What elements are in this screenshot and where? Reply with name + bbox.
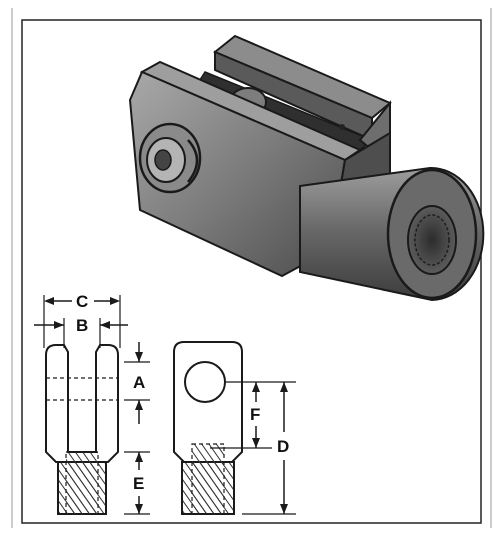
dim-e-arrow-bottom xyxy=(135,504,143,514)
dim-d-arrow-bottom xyxy=(280,504,288,514)
lube-hole xyxy=(339,124,345,130)
dim-label-f: F xyxy=(250,405,260,424)
bore-threads xyxy=(414,214,450,266)
side-view-pin-hole xyxy=(184,361,226,403)
clevis-side-view xyxy=(173,341,296,515)
clevis-front-view xyxy=(34,295,150,515)
dim-d-arrow-top xyxy=(280,382,288,392)
pin-center xyxy=(154,149,172,171)
dim-label-b: B xyxy=(76,316,88,335)
dim-label-d: D xyxy=(277,437,289,456)
dim-b-arrow-left xyxy=(54,321,64,329)
dim-label-e: E xyxy=(133,474,144,493)
dim-f-arrow-top xyxy=(252,382,260,392)
dim-a-arrow-bottom xyxy=(135,400,143,410)
side-view-thread xyxy=(191,443,225,515)
front-view-thread xyxy=(65,451,99,515)
dim-c-arrow-right xyxy=(110,297,120,305)
retaining-clip xyxy=(187,139,199,183)
dim-a-arrow-top xyxy=(135,352,143,362)
clevis-3d-view xyxy=(128,34,485,302)
dim-f-arrow-bottom xyxy=(252,438,260,448)
dim-b-arrow-right xyxy=(100,321,110,329)
dim-label-c: C xyxy=(76,292,88,311)
dim-label-a: A xyxy=(133,373,145,392)
dim-c-arrow-left xyxy=(44,297,54,305)
dim-e-arrow-top xyxy=(135,452,143,462)
